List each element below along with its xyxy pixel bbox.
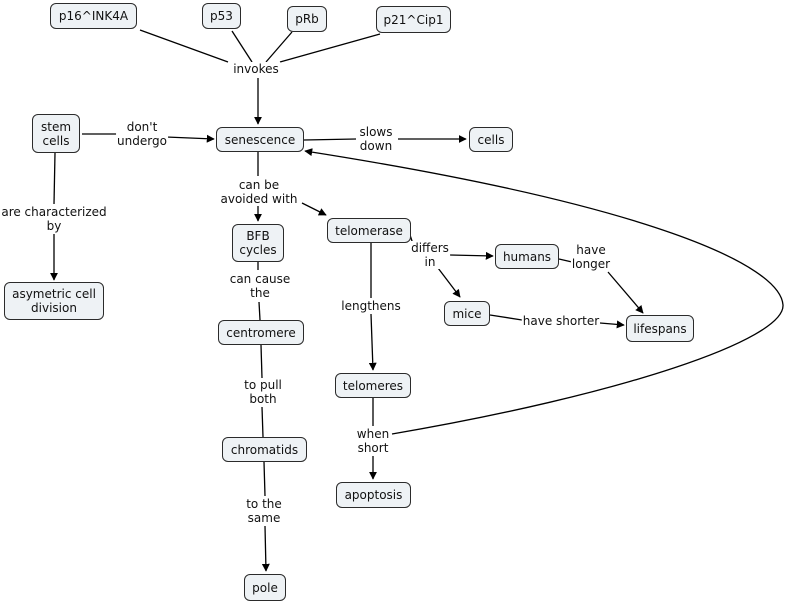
link-differs-in: differs in <box>410 241 450 269</box>
link-dont-undergo: don't undergo <box>116 120 168 148</box>
edge-p53-invokes <box>231 30 253 63</box>
edge-chromatids-tothesame <box>263 461 266 497</box>
edge-humans-havelonger <box>558 258 573 263</box>
node-chromatids[interactable]: chromatids <box>222 437 307 462</box>
node-p53[interactable]: p53 <box>202 3 241 29</box>
edge-senescence-slows <box>303 138 357 141</box>
link-to-pull-both: to pull both <box>243 378 283 406</box>
edge-avoided-telomerase <box>301 202 327 216</box>
link-invokes: invokes <box>232 62 280 76</box>
link-can-be-avoided-with: can be avoided with <box>219 178 299 206</box>
edge-lengthens-telomeres <box>368 313 377 371</box>
node-p16[interactable]: p16^INK4A <box>50 3 137 29</box>
edge-differs-mice <box>437 267 461 298</box>
node-cells[interactable]: cells <box>469 127 513 152</box>
edge-havelonger-lifespans <box>607 271 644 314</box>
node-centromere[interactable]: centromere <box>218 320 304 345</box>
edge-prb-invokes <box>265 31 293 63</box>
link-slows-down: slows down <box>358 125 394 153</box>
node-lifespans[interactable]: lifespans <box>626 315 694 342</box>
node-prb[interactable]: pRb <box>287 6 327 32</box>
edge-centromere-topull <box>260 344 263 379</box>
link-are-characterized-by: are characterized by <box>0 205 108 233</box>
link-when-short: when short <box>355 427 391 455</box>
node-stem-cells[interactable]: stem cells <box>32 114 80 153</box>
node-bfb-cycles[interactable]: BFB cycles <box>232 224 284 262</box>
link-have-longer: have longer <box>570 243 612 271</box>
edge-stem-characterized <box>53 152 56 205</box>
edge-differs-humans <box>449 251 494 260</box>
edge-topull-chromatids <box>261 406 264 438</box>
edge-whenshort-senescence <box>304 148 784 435</box>
edge-cancause-centromere <box>258 301 261 321</box>
node-humans[interactable]: humans <box>495 244 559 269</box>
edge-tothesame-pole <box>261 525 270 572</box>
edge-p21-invokes <box>279 33 381 63</box>
node-pole[interactable]: pole <box>244 574 286 601</box>
node-telomeres[interactable]: telomeres <box>335 373 411 398</box>
link-can-cause-the: can cause the <box>228 272 292 300</box>
link-have-shorter: have shorter <box>521 314 601 328</box>
edge-p16-invokes <box>139 29 229 63</box>
node-asymetric-cell-division[interactable]: asymetric cell division <box>4 282 104 320</box>
edge-mice-haveshorter <box>489 314 523 321</box>
link-to-the-same: to the same <box>245 497 283 525</box>
node-apoptosis[interactable]: apoptosis <box>336 482 411 508</box>
node-mice[interactable]: mice <box>444 301 490 326</box>
link-lengthens: lengthens <box>340 299 402 313</box>
node-p21[interactable]: p21^Cip1 <box>376 6 451 33</box>
edge-dontundergo-senescence <box>165 134 215 143</box>
edge-haveshorter-lifespans <box>599 320 625 329</box>
node-telomerase[interactable]: telomerase <box>327 218 411 243</box>
node-senescence[interactable]: senescence <box>216 127 304 152</box>
